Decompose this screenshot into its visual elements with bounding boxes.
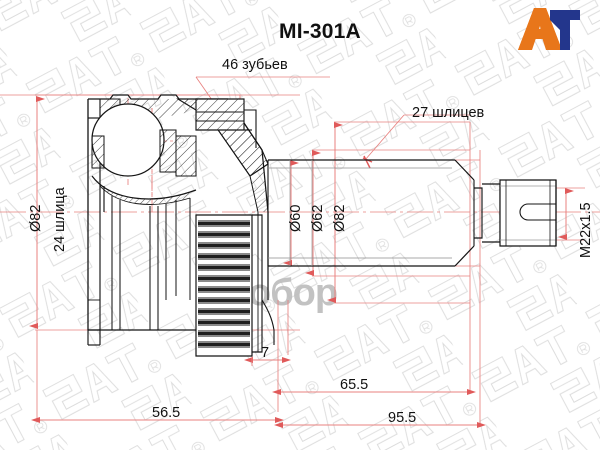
label-diameter-62: Ø62 xyxy=(310,204,326,232)
label-24-splines: 24 шлица xyxy=(52,187,68,252)
label-length-7: 7 xyxy=(261,345,270,361)
page-title: MI-301A xyxy=(279,20,361,43)
label-diameter-82-left: Ø82 xyxy=(28,204,44,232)
label-27-splines: 27 шлицев xyxy=(412,105,485,121)
label-length-65-5: 65.5 xyxy=(340,377,369,393)
label-length-95-5: 95.5 xyxy=(388,410,417,426)
label-diameter-60: Ø60 xyxy=(288,204,304,232)
label-46-teeth: 46 зубьев xyxy=(222,57,288,73)
label-thread-m22: M22x1.5 xyxy=(578,202,594,258)
at-logo xyxy=(518,8,580,50)
label-diameter-82: Ø82 xyxy=(332,204,348,232)
center-watermark: обор xyxy=(248,272,338,314)
label-length-56-5: 56.5 xyxy=(152,405,181,421)
